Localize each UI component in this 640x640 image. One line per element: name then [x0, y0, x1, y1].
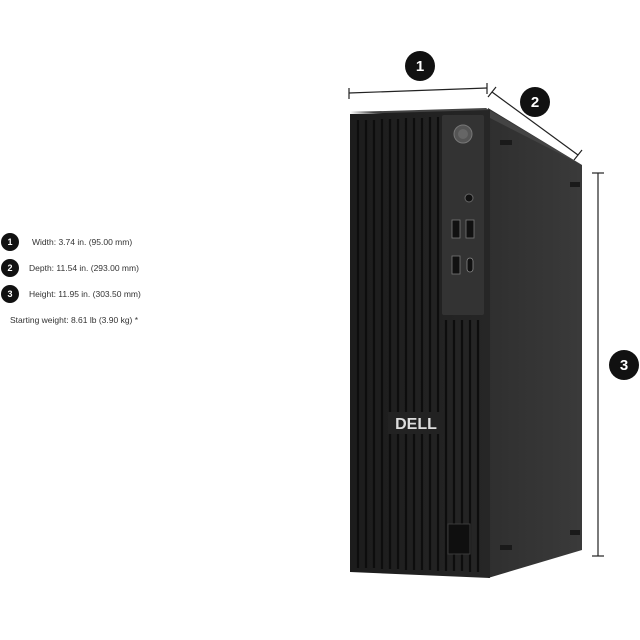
front-badge-slot — [447, 523, 471, 555]
height-dimension-line — [592, 172, 604, 557]
callout-width-badge: 1 — [405, 51, 435, 81]
depth-dimension-line — [487, 86, 583, 161]
spec-number-badge: 1 — [1, 233, 19, 251]
dell-logo: DELL — [395, 416, 437, 433]
side-foot-bottom-right — [570, 530, 580, 535]
power-button-center — [458, 129, 468, 139]
usb-a-port-1[interactable] — [451, 219, 461, 239]
logo-backdrop — [388, 412, 444, 434]
spec-weight: Starting weight: 8.61 lb (3.90 kg) * — [10, 315, 139, 325]
side-foot-top — [500, 140, 512, 145]
callout-height-badge: 3 — [609, 350, 639, 380]
width-dimension-line — [348, 83, 488, 99]
callout-depth-badge: 2 — [520, 87, 550, 117]
usb-a-port-2[interactable] — [465, 219, 475, 239]
spec-width: 1 Width: 3.74 in. (95.00 mm) — [1, 233, 132, 251]
front-io-panel — [442, 115, 484, 315]
spec-text: Width: 3.74 in. (95.00 mm) — [32, 237, 133, 247]
usb-c-port[interactable] — [466, 257, 474, 273]
spec-text: Height: 11.95 in. (303.50 mm) — [29, 289, 141, 299]
spec-number-badge: 3 — [1, 285, 19, 303]
front-vent-grille — [356, 117, 480, 572]
usb-a-port-3[interactable] — [451, 255, 461, 275]
chassis-side-panel — [488, 108, 582, 578]
spec-depth: 2 Depth: 11.54 in. (293.00 mm) — [1, 259, 139, 277]
side-foot-bottom — [500, 545, 512, 550]
headphone-jack[interactable] — [464, 193, 474, 203]
spec-text: Depth: 11.54 in. (293.00 mm) — [29, 263, 139, 273]
spec-number-badge: 2 — [1, 259, 19, 277]
dimension-spec-list: 1 Width: 3.74 in. (95.00 mm) 2 Depth: 11… — [0, 0, 200, 640]
spec-height: 3 Height: 11.95 in. (303.50 mm) — [1, 285, 141, 303]
side-foot-mid — [570, 182, 580, 187]
